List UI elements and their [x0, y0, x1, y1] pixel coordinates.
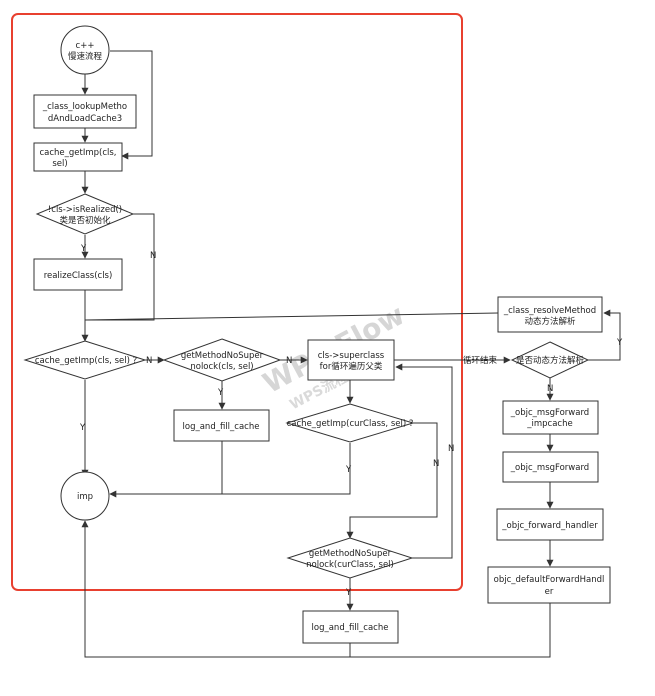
get-method-cur-line-1: getMethodNoSuper [309, 549, 392, 559]
label-cache2-yes: Y [79, 423, 86, 433]
msg-forward-text: _objc_msgForward [510, 463, 589, 473]
resolve-method-node [497, 296, 603, 333]
class-lookup-line-2: dAndLoadCache3 [48, 114, 122, 124]
log-fill-cache-1-node [173, 409, 270, 442]
realize-class-text: realizeClass(cls) [44, 271, 113, 281]
get-method-cur-node [286, 537, 414, 579]
get-method-cur-line-2: nolock(curClass, sel) [306, 560, 394, 570]
edge-curmethod-loop [395, 363, 453, 559]
label-cache2-no: N [146, 356, 152, 366]
get-method-nosuper-line-2: nolock(cls, sel) [190, 362, 253, 372]
class-lookup-line-1: _class_lookupMetho [42, 102, 127, 112]
class-lookup-node [33, 94, 137, 129]
label-curcache-no: N [433, 459, 439, 469]
highlight-region [11, 13, 463, 591]
log-fill-cache-2-text: log_and_fill_cache [312, 623, 389, 633]
is-realized-node [35, 193, 135, 235]
edge-dynamic-resolve [588, 309, 621, 361]
label-curmethod-yes: Y [345, 588, 352, 598]
superclass-loop-line-1: cls->superclass [318, 351, 385, 361]
default-forward-handler-node [487, 566, 611, 604]
cache-getimp-cur-text: cache_getImp(curClass, sel) ? [287, 419, 414, 429]
log-fill-cache-1-text: log_and_fill_cache [183, 422, 260, 432]
edge-curcache-curmethod [346, 422, 438, 539]
resolve-method-line-1: _class_resolveMethod [503, 306, 596, 316]
edge-log2-imp [81, 520, 351, 658]
label-nosuper-yes: Y [217, 388, 224, 398]
cache-getimp-2-node [23, 340, 147, 380]
msg-forward-node [502, 451, 599, 483]
edge-curcache-imp [110, 443, 351, 495]
edge-realized-no [85, 213, 155, 321]
edge-default-bottom [350, 603, 551, 658]
get-method-nosuper-node [162, 338, 282, 382]
cache-getimp-1-node [33, 142, 123, 172]
edge-resolve-back [84, 312, 499, 321]
default-forward-handler-line-1: objc_defaultForwardHandl [494, 575, 605, 585]
is-realized-line-2: 类是否初始化 [59, 215, 111, 226]
label-dynamic-yes: Y [616, 338, 623, 348]
imp-text: imp [77, 492, 93, 502]
forward-handler-node [496, 508, 604, 541]
superclass-loop-node [307, 339, 395, 381]
dynamic-check-node [510, 341, 590, 379]
get-method-nosuper-line-1: getMethodNoSuper [181, 351, 264, 361]
label-nosuper-no: N [286, 356, 292, 366]
edges [81, 50, 621, 658]
is-realized-line-1: !cls->isRealized() [48, 205, 122, 215]
superclass-loop-line-2: for循环遍历父类 [320, 361, 383, 372]
cache-getimp-1-line-1: cache_getImp(cls, [39, 148, 116, 158]
label-realized-no: N [150, 251, 156, 261]
label-realized-yes: Y [80, 244, 87, 254]
cache-getimp-cur-node [285, 403, 415, 443]
label-curcache-yes: Y [345, 465, 352, 475]
edge-log1-imp [109, 441, 223, 498]
edge-start-cache1 [110, 50, 153, 160]
forward-handler-text: _objc_forward_handler [501, 521, 598, 531]
msg-forward-impcache-line-1: _objc_msgForward [510, 408, 589, 418]
imp-node [60, 471, 110, 521]
default-forward-handler-line-2: er [545, 587, 554, 597]
start-node [60, 25, 110, 75]
cache-getimp-1-line-2: sel) [52, 159, 67, 169]
label-dynamic-no: N [547, 384, 553, 394]
label-loop-end: 循环结束 [463, 355, 498, 366]
dynamic-check-text: 是否动态方法解析 [516, 355, 585, 366]
msg-forward-impcache-line-2: _impcache [526, 419, 572, 429]
label-curmethod-no: N [448, 444, 454, 454]
start-line-1: c++ [76, 41, 95, 51]
msg-forward-impcache-node [502, 400, 599, 435]
resolve-method-line-2: 动态方法解析 [524, 316, 576, 327]
start-line-2: 慢速流程 [68, 51, 103, 62]
realize-class-node [33, 258, 123, 291]
cache-getimp-2-text: cache_getImp(cls, sel) ? [35, 356, 137, 366]
log-fill-cache-2-node [302, 610, 399, 644]
